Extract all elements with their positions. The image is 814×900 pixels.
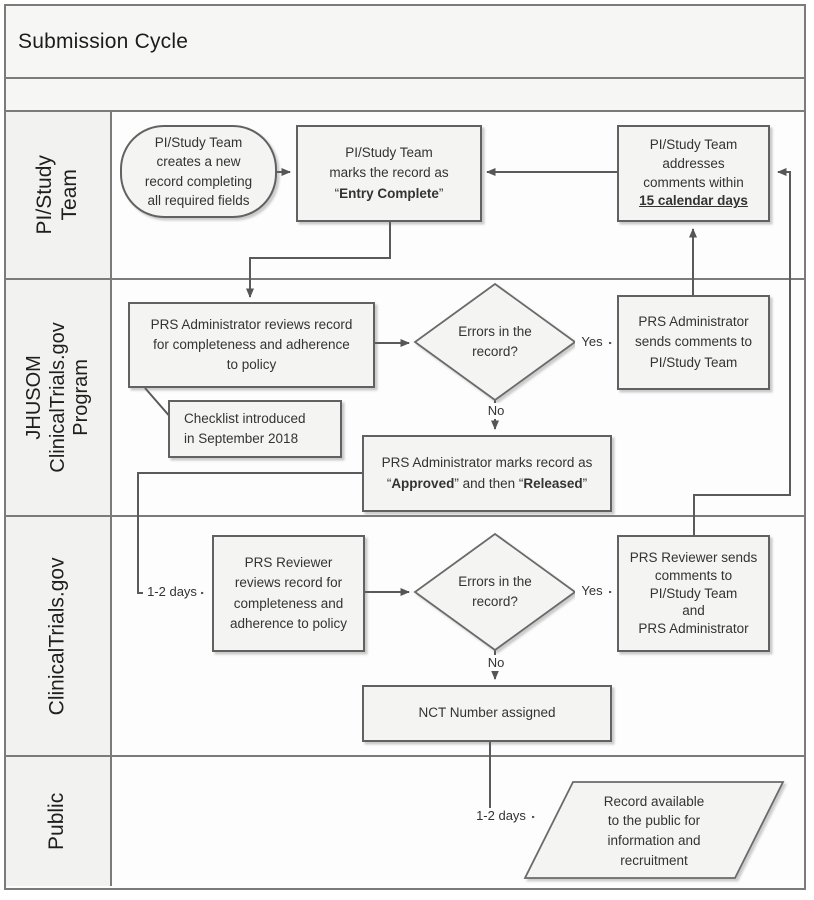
lane-label-text: Public <box>45 792 69 851</box>
edge-label-no-2: No <box>478 655 514 671</box>
node-reviewer-sends-comments: PRS Reviewer sends comments to PI/Study … <box>617 535 770 652</box>
node-line: marks the record as <box>329 165 449 181</box>
entry-complete-bold: Entry Complete <box>339 185 439 201</box>
edge-label-days-1: 1-2 days <box>143 584 201 600</box>
released-bold: Released <box>523 475 583 491</box>
node-admin-reviews: PRS Administrator reviews record for com… <box>128 302 375 388</box>
edge-label-days-2: 1-2 days <box>470 808 532 824</box>
node-approved-released: PRS Administrator marks record as “Appro… <box>362 435 612 512</box>
node-create-record: PI/Study Team creates a new record compl… <box>120 125 277 218</box>
lane-label-jhusom-program: JHUSOM ClinicalTrials.gov Program <box>6 280 112 515</box>
node-line: 15 calendar days <box>639 192 748 211</box>
record-available-text: Record available to the public for infor… <box>603 793 705 868</box>
lane-label-clinicaltrials-gov: ClinicalTrials.gov <box>6 517 112 755</box>
node-checklist-callout: Checklist introduced in September 2018 <box>168 400 342 458</box>
diagram-title: Submission Cycle <box>18 29 189 53</box>
lane-label-text: JHUSOM ClinicalTrials.gov Program <box>22 322 92 473</box>
lane-label-text: PI/Study Team <box>33 155 81 235</box>
node-addresses-comments: PI/Study Team addresses comments within … <box>617 125 770 222</box>
spacer-band <box>6 79 804 112</box>
node-nct-assigned: NCT Number assigned <box>362 685 612 742</box>
node-line: “Approved” and then “Released” <box>386 475 588 491</box>
node-line: “Entry Complete” <box>334 185 444 201</box>
lane-label-pi-study-team: PI/Study Team <box>6 112 112 278</box>
title-band: Submission Cycle <box>6 6 804 79</box>
node-line: addresses <box>662 155 725 171</box>
approved-bold: Approved <box>391 475 455 491</box>
node-line: PI/Study Team <box>649 136 738 152</box>
node-reviewer-reviews: PRS Reviewer reviews record for complete… <box>212 535 365 652</box>
edge-label-yes-1: Yes <box>575 334 609 350</box>
lane-label-public: Public <box>6 757 112 886</box>
calendar-days-bold-underline: 15 calendar days <box>639 193 748 209</box>
node-line: PI/Study Team <box>345 145 433 161</box>
node-line: comments within <box>643 174 744 190</box>
node-line: PRS Administrator marks record as <box>381 455 593 471</box>
node-admin-sends-comments: PRS Administrator sends comments to PI/S… <box>617 295 770 390</box>
edge-label-no-1: No <box>478 403 514 419</box>
decision-errors1-text: Errors in the record? <box>458 324 532 359</box>
node-entry-complete: PI/Study Team marks the record as “Entry… <box>296 125 482 222</box>
lane-label-text: ClinicalTrials.gov <box>45 557 69 715</box>
decision-errors2-text: Errors in the record? <box>458 574 532 609</box>
edge-label-yes-2: Yes <box>575 583 609 599</box>
